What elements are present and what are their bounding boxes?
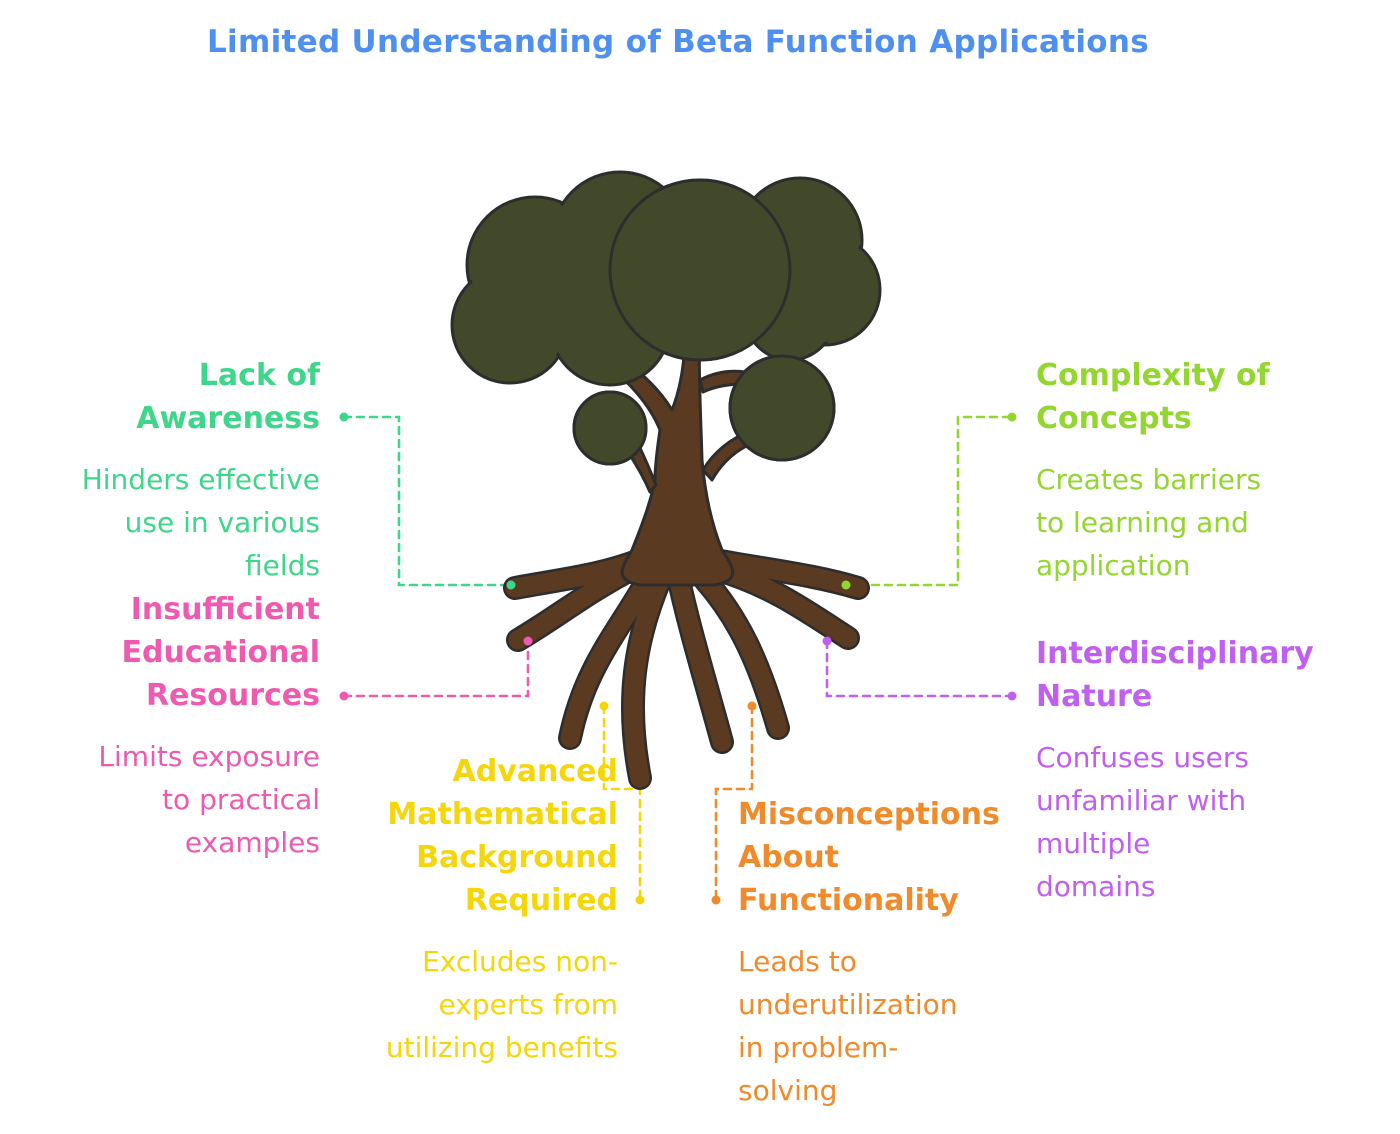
connector-insufficient-resources [342,639,530,698]
item-heading: Insufficient Educational Resources [121,592,320,713]
item-description: Leads to underutilization in problem- so… [738,945,958,1107]
roots [503,548,870,790]
item-heading: Complexity of Concepts [1036,358,1270,436]
connector-interdisciplinary-nature [825,639,1014,698]
item-interdisciplinary-nature: Interdisciplinary Nature Confuses users … [1036,632,1386,908]
page-title: Limited Understanding of Beta Function A… [207,24,1149,60]
item-heading: Interdisciplinary Nature [1036,636,1314,714]
item-description: Limits exposure to practical examples [98,740,320,859]
item-heading: Advanced Mathematical Background Require… [387,754,618,918]
item-advanced-mathematical-background: Advanced Mathematical Background Require… [308,750,618,1069]
connector-misconceptions [714,704,754,902]
item-misconceptions-about-functionality: Misconceptions About Functionality Leads… [738,793,1038,1112]
connector-dots [339,412,1017,905]
connector-lack-of-awareness [342,415,513,587]
item-complexity-of-concepts: Complexity of Concepts Creates barriers … [1036,354,1376,587]
item-description: Confuses users unfamiliar with multiple … [1036,741,1249,903]
item-description: Hinders effective use in various fields [81,463,320,582]
item-heading: Lack of Awareness [136,358,320,436]
item-description: Creates barriers to learning and applica… [1036,463,1262,582]
connector-advanced-background [602,704,642,902]
item-heading: Misconceptions About Functionality [738,797,1000,918]
item-description: Excludes non- experts from utilizing ben… [385,945,618,1064]
item-lack-of-awareness: Lack of Awareness Hinders effective use … [0,354,320,587]
connector-complexity-of-concepts [844,415,1014,587]
item-insufficient-educational-resources: Insufficient Educational Resources Limit… [0,588,320,864]
